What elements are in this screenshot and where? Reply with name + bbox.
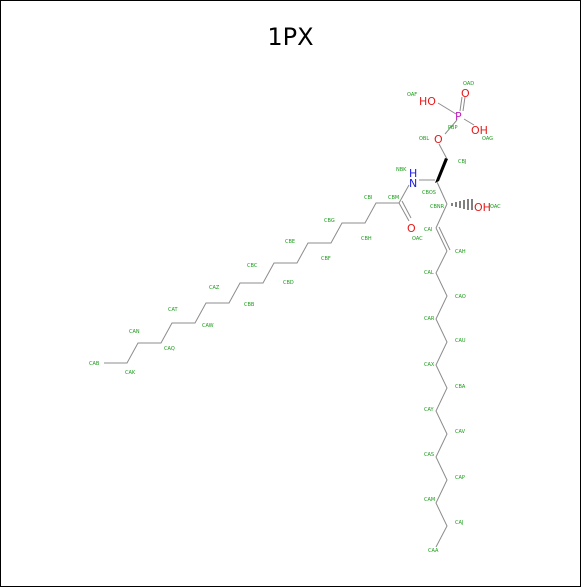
atom-label-pbp: PBP	[448, 125, 457, 131]
phosphoryl-oxygen-label: O	[461, 87, 470, 100]
hydroxyl-left-label: HO	[419, 95, 436, 108]
atom-label-cbg: CBG	[324, 218, 335, 224]
bond-cai-cah-1	[435, 227, 448, 252]
atom-label-cak: CAK	[125, 370, 136, 376]
atom-label-cba: CBA	[455, 384, 466, 390]
atom-label-can: CAN	[129, 329, 140, 335]
atom-label-nbk: NBK	[396, 167, 407, 173]
acyl-chain-bonds	[104, 179, 435, 364]
atom-label-oac-carbonyl: OAC	[412, 236, 423, 242]
atom-label-oaf: OAF	[407, 92, 417, 98]
bond-cbn-cai	[435, 203, 448, 229]
ester-oxygen-label: O	[434, 133, 443, 146]
wedge-bond-cbo-cbj	[435, 158, 448, 183]
atom-label-cah: CAH	[455, 249, 466, 255]
atom-label-caj: CAJ	[455, 520, 463, 526]
bond-obl-pbp	[444, 119, 458, 135]
hash-bond-cbn-oh	[451, 199, 473, 210]
atom-label-oag: OAG	[482, 136, 493, 142]
atom-label-cab: CAB	[89, 361, 100, 367]
sphingoid-tail	[435, 250, 448, 548]
atom-label-obl: OBL	[419, 136, 429, 142]
atom-label-cav: CAV	[455, 429, 466, 435]
atom-label-cbf: CBF	[321, 256, 331, 262]
bond-cbj-obl	[438, 143, 448, 160]
carbonyl-oxygen-label: O	[407, 222, 416, 235]
atom-label-cat: CAT	[168, 307, 179, 313]
atom-label-cay: CAY	[424, 407, 435, 413]
atom-label-cbi: CBI	[364, 195, 372, 201]
amide-nitrogen-label: N	[409, 177, 417, 190]
bond-carbonyl-2	[401, 200, 412, 219]
atom-label-cbn: CBNR	[430, 204, 445, 210]
atom-label-oad: OAD	[463, 81, 474, 87]
atom-label-caz: CAZ	[209, 285, 220, 291]
sphingoid-chain-bonds	[435, 96, 475, 548]
atom-label-caa: CAA	[428, 548, 439, 554]
bond-pbp-oad-1	[459, 96, 463, 112]
acyl-chain	[104, 202, 399, 364]
hydroxyl-side-label: OH	[474, 201, 491, 214]
bond-pbp-oag	[463, 118, 475, 126]
atom-label-caq: CAQ	[164, 346, 175, 352]
atom-label-cbm: CBM	[388, 195, 399, 201]
atom-label-cas: CAS	[424, 452, 434, 458]
bond-cbo-cbn	[436, 181, 448, 205]
bond-pbp-oaf	[437, 102, 457, 115]
atom-label-cax: CAX	[424, 362, 435, 368]
atom-label-cbj: CBJ	[458, 159, 466, 165]
atom-label-cbo: CBOS	[422, 190, 436, 196]
bond-cbm-nbk	[398, 184, 410, 204]
hydroxyl-right-label: OH	[471, 124, 488, 137]
heteroatom-labels: HO O P OH O H N O OH	[407, 87, 491, 235]
atom-label-cbh: CBH	[361, 236, 372, 242]
page-title: 1PX	[267, 23, 314, 51]
atom-label-caw: CAW	[202, 323, 214, 329]
bond-cai-cah-2	[438, 226, 451, 251]
bond-pbp-oad-2	[462, 96, 466, 112]
atom-label-cbb: CBB	[244, 302, 255, 308]
atom-label-car: CAR	[424, 316, 435, 322]
atom-label-cai: CAI	[424, 227, 432, 233]
atom-label-cao: CAO	[455, 294, 466, 300]
atom-label-oac-side: OAC	[490, 204, 501, 210]
bond-carbonyl-1	[398, 202, 410, 222]
atom-label-cap: CAP	[455, 475, 465, 481]
atom-label-cbc: CBC	[247, 263, 258, 269]
atom-label-cbd: CBD	[283, 280, 294, 286]
atom-label-cau: CAU	[455, 338, 466, 344]
amide-hydrogen-label: H	[409, 167, 417, 180]
phosphorus-label: P	[455, 110, 462, 123]
atom-label-cal: CAL	[424, 270, 434, 276]
atom-label-cbe: CBE	[285, 239, 295, 245]
atom-label-cam: CAM	[424, 497, 435, 503]
atom-name-labels: OAF OAD PBP OAG OBL CBJ NBK CBOS CBNR OA…	[89, 81, 501, 554]
